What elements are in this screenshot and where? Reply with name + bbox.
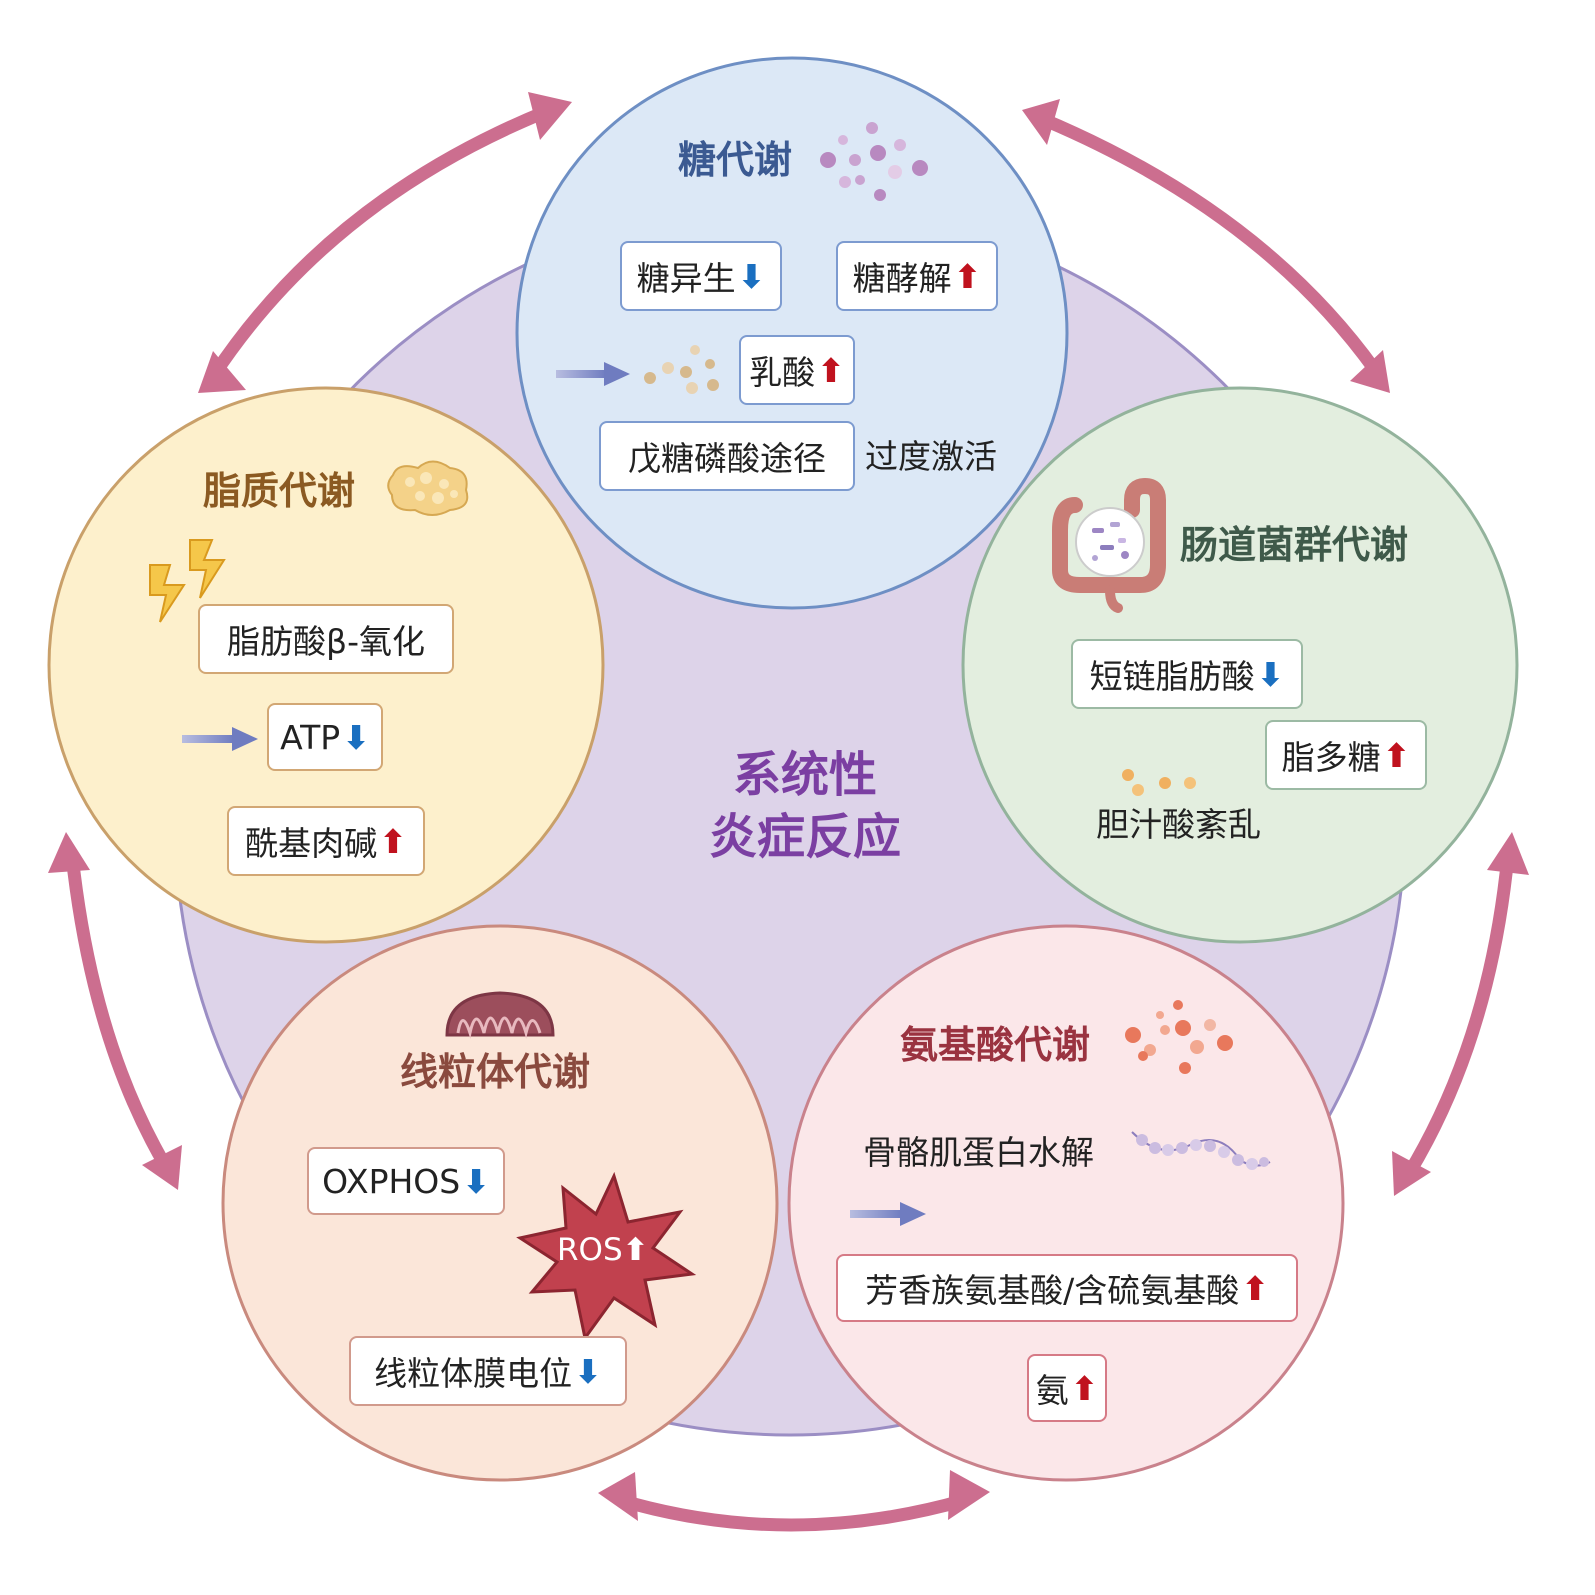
mito-title: 线粒体代谢 (400, 1050, 591, 1094)
glycolysis-box: 糖酵解⬆ (836, 241, 998, 311)
lactate-label: 乳酸 (749, 353, 816, 392)
down-arrow-icon: ⬇ (737, 256, 766, 296)
cycle-arrow-gut-amino (1392, 832, 1529, 1196)
ammonia-label: 氨 (1035, 1371, 1069, 1410)
beta-oxidation-label: 脂肪酸β-氧化 (227, 622, 425, 661)
glucose-title: 糖代谢 (678, 138, 793, 182)
oxphos-label: OXPHOS (322, 1161, 461, 1201)
fat-tissue-icon (387, 460, 469, 516)
scfa-label: 短链脂肪酸 (1089, 657, 1255, 696)
beta-oxidation-box: 脂肪酸β-氧化 (198, 604, 454, 674)
atp-label: ATP (280, 717, 341, 757)
mitochondria-icon (445, 991, 555, 1039)
down-arrow-icon: ⬇ (1256, 654, 1285, 694)
aromatic-amino-label: 芳香族氨基酸/含硫氨基酸 (865, 1271, 1240, 1310)
down-arrow-icon: ⬇ (574, 1351, 602, 1391)
protein-chain-icon (1131, 1131, 1271, 1170)
down-arrow-icon: ⬇ (342, 717, 370, 757)
up-arrow-icon: ⬆ (953, 256, 982, 296)
bile-acid-label: 胆汁酸紊乱 (1096, 805, 1261, 844)
cycle-arrow-mito-lipid (48, 832, 182, 1190)
lactate-box: 乳酸⬆ (739, 335, 855, 405)
aromatic-amino-box: 芳香族氨基酸/含硫氨基酸⬆ (836, 1254, 1298, 1322)
cycle-arrow-amino-mito (598, 1470, 990, 1532)
pentose-label: 戊糖磷酸途径 (628, 439, 826, 478)
membrane-potential-label: 线粒体膜电位 (374, 1354, 573, 1393)
lactate-dots-icon (644, 345, 719, 394)
lipid-flow-arrow (182, 727, 258, 751)
cycle-arrow-lipid-glucose (198, 92, 572, 393)
down-arrow-icon: ⬇ (462, 1161, 490, 1201)
up-arrow-icon: ⬆ (622, 1232, 649, 1268)
gluconeogenesis-box: 糖异生⬇ (620, 241, 782, 311)
up-arrow-icon: ⬆ (1241, 1268, 1269, 1308)
acylcarnitine-label: 酰基肉碱 (245, 824, 378, 863)
muscle-hydrolysis-label: 骨骼肌蛋白水解 (863, 1133, 1094, 1172)
center-title-line2: 炎症反应 (708, 809, 901, 865)
bile-dots-icon (1122, 769, 1196, 796)
lps-label: 脂多糖 (1281, 738, 1381, 777)
scfa-box: 短链脂肪酸⬇ (1071, 639, 1303, 709)
ros-label-group: ROS⬆ (557, 1232, 649, 1268)
intestine-icon (1052, 477, 1166, 613)
lipid-title: 脂质代谢 (203, 469, 356, 513)
amino-title: 氨基酸代谢 (900, 1023, 1091, 1067)
lps-box: 脂多糖⬆ (1265, 720, 1427, 790)
amino-circle (787, 924, 1345, 1482)
glucose-flow-arrow (556, 362, 630, 386)
center-title-line1: 系统性 (732, 747, 877, 803)
up-arrow-icon: ⬆ (379, 821, 407, 861)
amino-flow-arrow (850, 1202, 926, 1226)
pentose-box: 戊糖磷酸途径 (599, 421, 855, 491)
oxphos-box: OXPHOS⬇ (307, 1147, 505, 1215)
pentose-status: 过度激活 (865, 437, 997, 476)
up-arrow-icon: ⬆ (817, 350, 845, 390)
sugar-dots-icon (820, 122, 928, 201)
ammonia-box: 氨⬆ (1027, 1354, 1107, 1422)
gluconeogenesis-label: 糖异生 (636, 259, 736, 298)
acylcarnitine-box: 酰基肉碱⬆ (227, 806, 425, 876)
up-arrow-icon: ⬆ (1070, 1368, 1099, 1408)
membrane-potential-box: 线粒体膜电位⬇ (349, 1336, 627, 1406)
up-arrow-icon: ⬆ (1382, 735, 1411, 775)
amino-dots-icon (1125, 1000, 1233, 1074)
ros-label: ROS (557, 1232, 623, 1268)
gut-title: 肠道菌群代谢 (1180, 523, 1409, 567)
lightning-icon (149, 539, 226, 623)
atp-box: ATP⬇ (267, 703, 383, 771)
glycolysis-label: 糖酵解 (852, 259, 952, 298)
cycle-arrow-glucose-gut (1022, 99, 1390, 393)
